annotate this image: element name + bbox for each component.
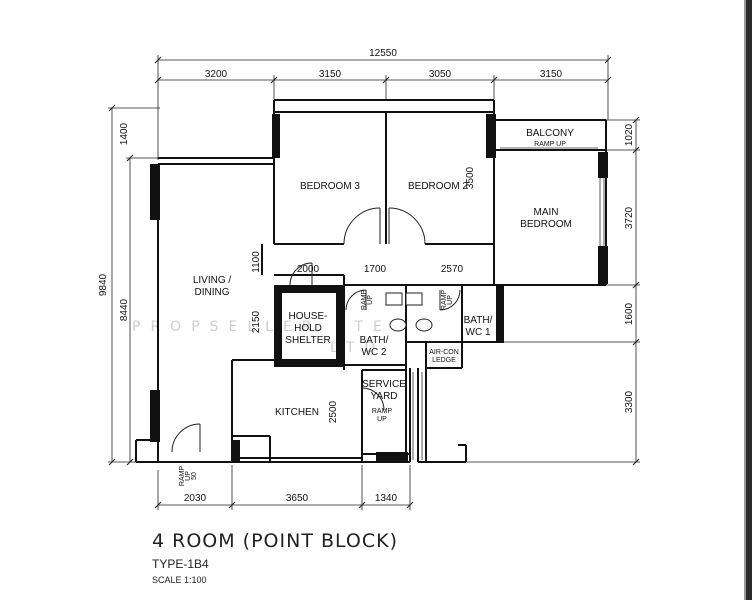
label-bath-1-line-1: BATH/	[464, 315, 493, 326]
dim-right-1: 1020	[624, 123, 635, 146]
dim-right-3: 1600	[624, 302, 635, 325]
ramp-service-yard-up: UP	[377, 416, 387, 423]
ramp-entrance-up: UP	[185, 471, 192, 481]
dim-top-2: 3150	[319, 69, 342, 80]
dim-bottom-3: 1340	[375, 493, 398, 504]
plan-subtitle: TYPE-1B4	[152, 557, 209, 571]
dim-left-overall: 9840	[98, 273, 109, 296]
dim-2000: 2000	[297, 264, 320, 275]
dim-1100: 1100	[251, 251, 262, 273]
plan-title: 4 ROOM (POINT BLOCK)	[152, 530, 398, 552]
label-bath-1-line-2: WC 1	[466, 327, 491, 338]
label-service-yard-line-1: SERVICE	[362, 379, 406, 390]
dim-right-4: 3300	[624, 390, 635, 413]
ramp-service-yard: RAMP	[372, 408, 393, 415]
label-service-yard-line-2: YARD	[370, 391, 397, 402]
sanitary-fittings	[385, 292, 433, 332]
ramp-bath-1: RAMP	[441, 290, 448, 311]
label-shelter-line-2: HOLD	[294, 323, 322, 334]
label-shelter-line-1: HOUSE-	[289, 311, 328, 322]
label-aircon-line-1: AIR-CON	[429, 349, 459, 356]
dim-left-1: 1400	[119, 122, 130, 145]
label-living-line-2: DINING	[195, 287, 230, 298]
label-bedroom-2: BEDROOM 2	[408, 181, 468, 192]
dim-right-2: 3720	[624, 206, 635, 229]
dim-left-2: 8440	[119, 298, 130, 321]
window-edge	[746, 0, 752, 600]
dimension-lines	[108, 55, 640, 510]
ramp-bath-2: RAMP	[361, 290, 368, 311]
ramp-bath-1-up: UP	[447, 295, 454, 305]
dim-overall-width: 12550	[369, 48, 397, 59]
label-bath-2-line-2: WC 2	[362, 347, 387, 358]
label-living-line-1: LIVING /	[193, 275, 232, 286]
label-main-bedroom-line-1: MAIN	[534, 207, 559, 218]
dim-1700: 1700	[364, 264, 387, 275]
label-main-bedroom-line-2: BEDROOM	[520, 219, 572, 230]
dim-50: 50	[191, 472, 198, 480]
window-edge-shadow	[744, 0, 746, 600]
ramp-up-balcony: RAMP UP	[534, 141, 566, 148]
windows	[412, 147, 605, 460]
ramp-entrance: RAMP	[179, 466, 186, 487]
dim-bottom-2: 3650	[286, 493, 309, 504]
structural-columns	[150, 114, 608, 462]
watermark: PROPSELLER PTE.	[132, 319, 406, 335]
dim-bottom-1: 2030	[184, 493, 207, 504]
label-bedroom-3: BEDROOM 3	[300, 181, 360, 192]
label-kitchen: KITCHEN	[275, 407, 319, 418]
doors	[171, 207, 461, 453]
label-shelter-line-3: SHELTER	[285, 335, 330, 346]
label-balcony: BALCONY	[526, 128, 574, 139]
dim-top-4: 3150	[540, 69, 563, 80]
dim-top-1: 3200	[205, 69, 228, 80]
dim-3500: 3500	[465, 166, 476, 189]
ramp-bath-2-up: UP	[367, 295, 374, 305]
dimension-ticks	[108, 56, 640, 509]
plan-scale: SCALE 1:100	[152, 575, 207, 585]
dim-2570: 2570	[441, 264, 464, 275]
dim-top-3: 3050	[429, 69, 452, 80]
label-aircon-line-2: LEDGE	[432, 357, 456, 364]
label-bath-2-line-1: BATH/	[360, 335, 389, 346]
dim-2500: 2500	[328, 400, 339, 423]
dim-2150: 2150	[251, 310, 262, 333]
